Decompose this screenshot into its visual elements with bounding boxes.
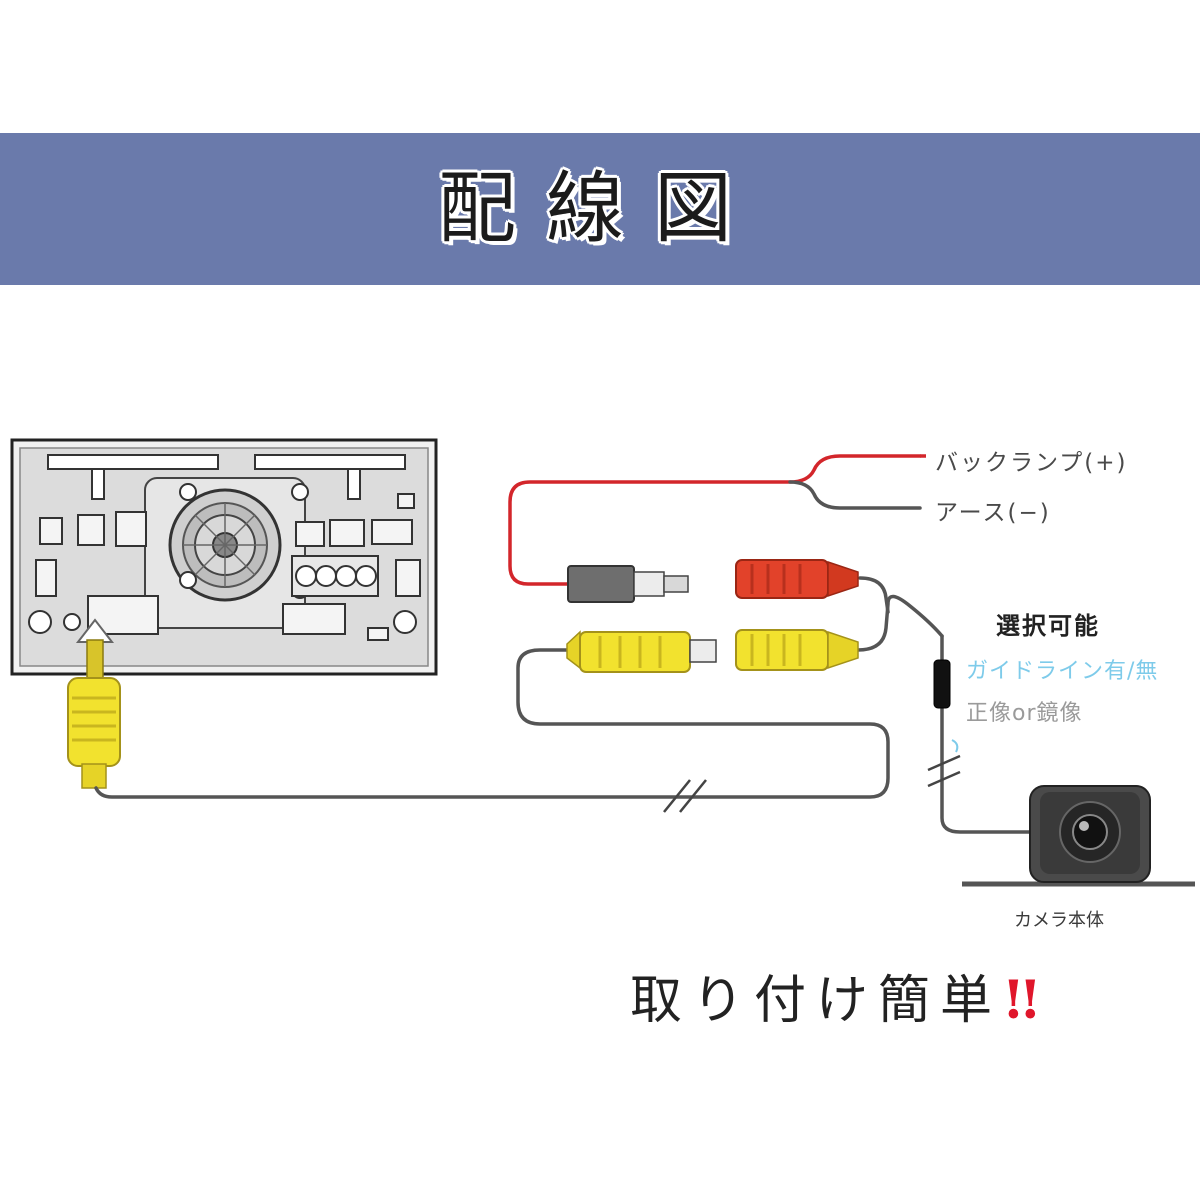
head-unit-rca-plug	[67, 639, 121, 789]
back-lamp-label: バックランプ(+)	[935, 450, 1128, 476]
head-unit	[10, 438, 438, 676]
mirror-option: 正像or鏡像	[966, 701, 1083, 726]
power-jack-connector	[567, 565, 689, 603]
cable-break-mark	[663, 754, 961, 813]
option-title: 選択可能	[996, 612, 1100, 640]
power-cable	[508, 454, 922, 614]
video-cable	[94, 594, 1032, 834]
yellow-rca-female	[735, 629, 859, 671]
guideline-option: ガイドライン有/無	[966, 659, 1159, 684]
yellow-rca-male	[566, 630, 717, 673]
caption-text: 取り付け簡単	[630, 971, 1003, 1031]
double-exclamation-icon: !!	[1002, 970, 1042, 1031]
camera-body	[962, 785, 1195, 887]
caption: 取り付け簡単!!	[630, 958, 1042, 1033]
connector-ports	[35, 493, 421, 641]
ground-label: アース(−)	[935, 500, 1051, 526]
red-rca-connector	[735, 559, 859, 599]
selector-wire-loop	[933, 659, 959, 753]
page-title: 配線図	[437, 164, 762, 254]
camera-label: カメラ本体	[1014, 910, 1104, 931]
title-banner: 配線図	[0, 133, 1200, 285]
mounting-bracket	[47, 454, 406, 500]
cooling-fan-icon	[168, 488, 282, 602]
